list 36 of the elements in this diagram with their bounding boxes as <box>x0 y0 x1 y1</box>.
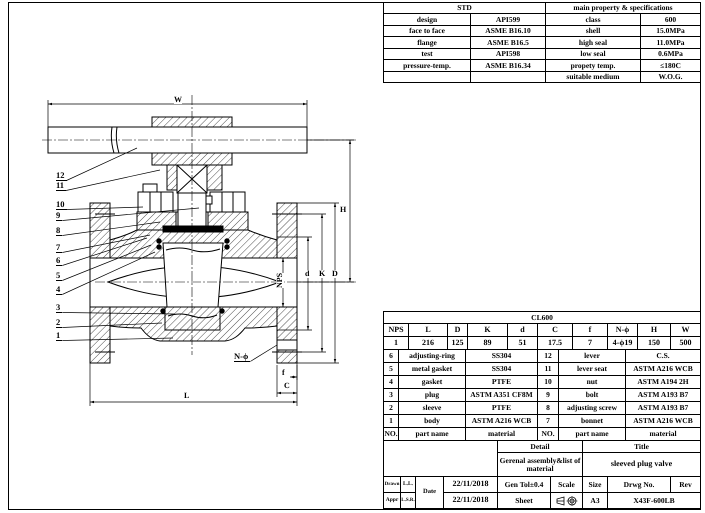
hole-callout: N-ϕ <box>234 352 250 362</box>
bolt-hole <box>276 340 298 350</box>
dimension-label: W <box>174 96 182 104</box>
callout-number: 10 <box>56 200 66 210</box>
callout-number: 5 <box>56 271 62 280</box>
leader-line <box>66 148 138 181</box>
callout-number: 4 <box>56 285 62 294</box>
dimension-label: D <box>332 270 338 278</box>
leader-line <box>62 338 174 341</box>
dimension-label: C <box>284 382 290 390</box>
dimension-label: f <box>282 369 285 377</box>
callout-number: 8 <box>56 226 62 236</box>
leader-line <box>66 170 160 191</box>
leader-line <box>62 322 162 328</box>
leader-line <box>66 206 144 210</box>
leader-line <box>62 244 152 281</box>
leader-line <box>250 344 278 362</box>
dimension-label: L <box>184 392 190 400</box>
dimension-label: d <box>305 270 310 278</box>
callout-number: 1 <box>56 331 62 340</box>
callout-number: 2 <box>56 318 62 328</box>
callout-number: 3 <box>56 303 62 312</box>
leader-line <box>62 208 200 221</box>
callout-number: 12 <box>56 171 66 180</box>
dimension-label: NPS <box>276 272 284 288</box>
leader-line <box>62 222 160 236</box>
callout-number: 9 <box>56 211 62 220</box>
leader-line <box>62 312 176 314</box>
callout-number: 7 <box>56 243 62 252</box>
callout-number: 11 <box>56 181 66 190</box>
leader-line <box>62 238 148 266</box>
dimension-label: H <box>340 206 346 214</box>
leader-line <box>62 252 156 295</box>
dimension-label: K <box>319 270 326 278</box>
leader-line <box>62 234 150 253</box>
callout-number: 6 <box>56 256 62 266</box>
